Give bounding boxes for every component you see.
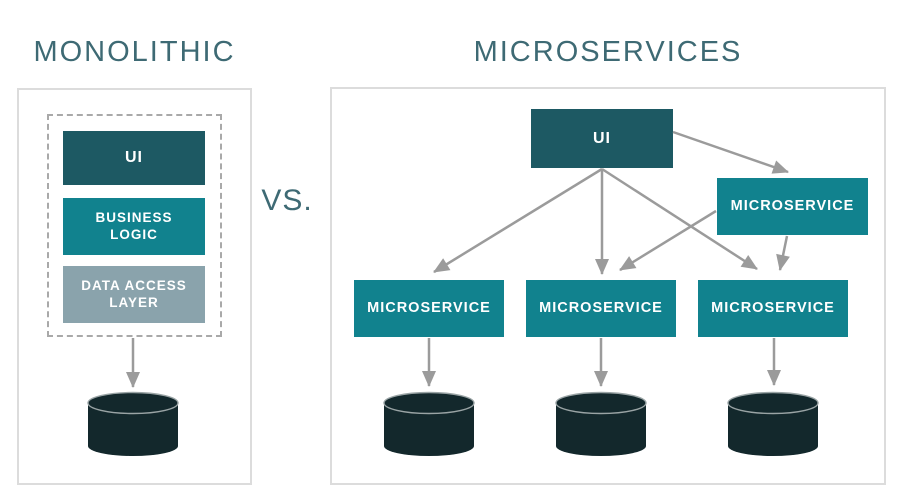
microservice-label: MICROSERVICE xyxy=(711,300,835,317)
database-icon xyxy=(727,391,819,456)
microservice-box-top-right: MICROSERVICE xyxy=(717,178,868,235)
microservices-title: MICROSERVICES xyxy=(473,36,743,68)
microservices-ui-box: UI xyxy=(531,109,673,168)
microservice-label: MICROSERVICE xyxy=(730,198,855,215)
microservice-box-bottom-left: MICROSERVICE xyxy=(354,280,504,337)
microservice-box-bottom-middle: MICROSERVICE xyxy=(526,280,676,337)
monolith-business-logic-label: BUSINESS LOGIC xyxy=(95,209,173,242)
microservice-box-bottom-right: MICROSERVICE xyxy=(698,280,848,337)
microservice-label: MICROSERVICE xyxy=(539,300,663,317)
microservices-ui-label: UI xyxy=(593,129,611,147)
monolith-ui-layer: UI xyxy=(63,131,205,185)
monolith-boundary-dashed-box xyxy=(47,114,222,337)
monolith-data-access-label: DATA ACCESS LAYER xyxy=(81,277,187,310)
monolith-data-access-layer: DATA ACCESS LAYER xyxy=(63,266,205,323)
monolithic-title: MONOLITHIC xyxy=(33,36,236,68)
microservice-label: MICROSERVICE xyxy=(367,300,491,317)
monolith-ui-layer-label: UI xyxy=(125,149,143,166)
versus-label: VS. xyxy=(261,184,313,217)
monolith-business-logic-layer: BUSINESS LOGIC xyxy=(63,198,205,255)
database-icon xyxy=(87,391,179,456)
database-icon xyxy=(383,391,475,456)
database-icon xyxy=(555,391,647,456)
